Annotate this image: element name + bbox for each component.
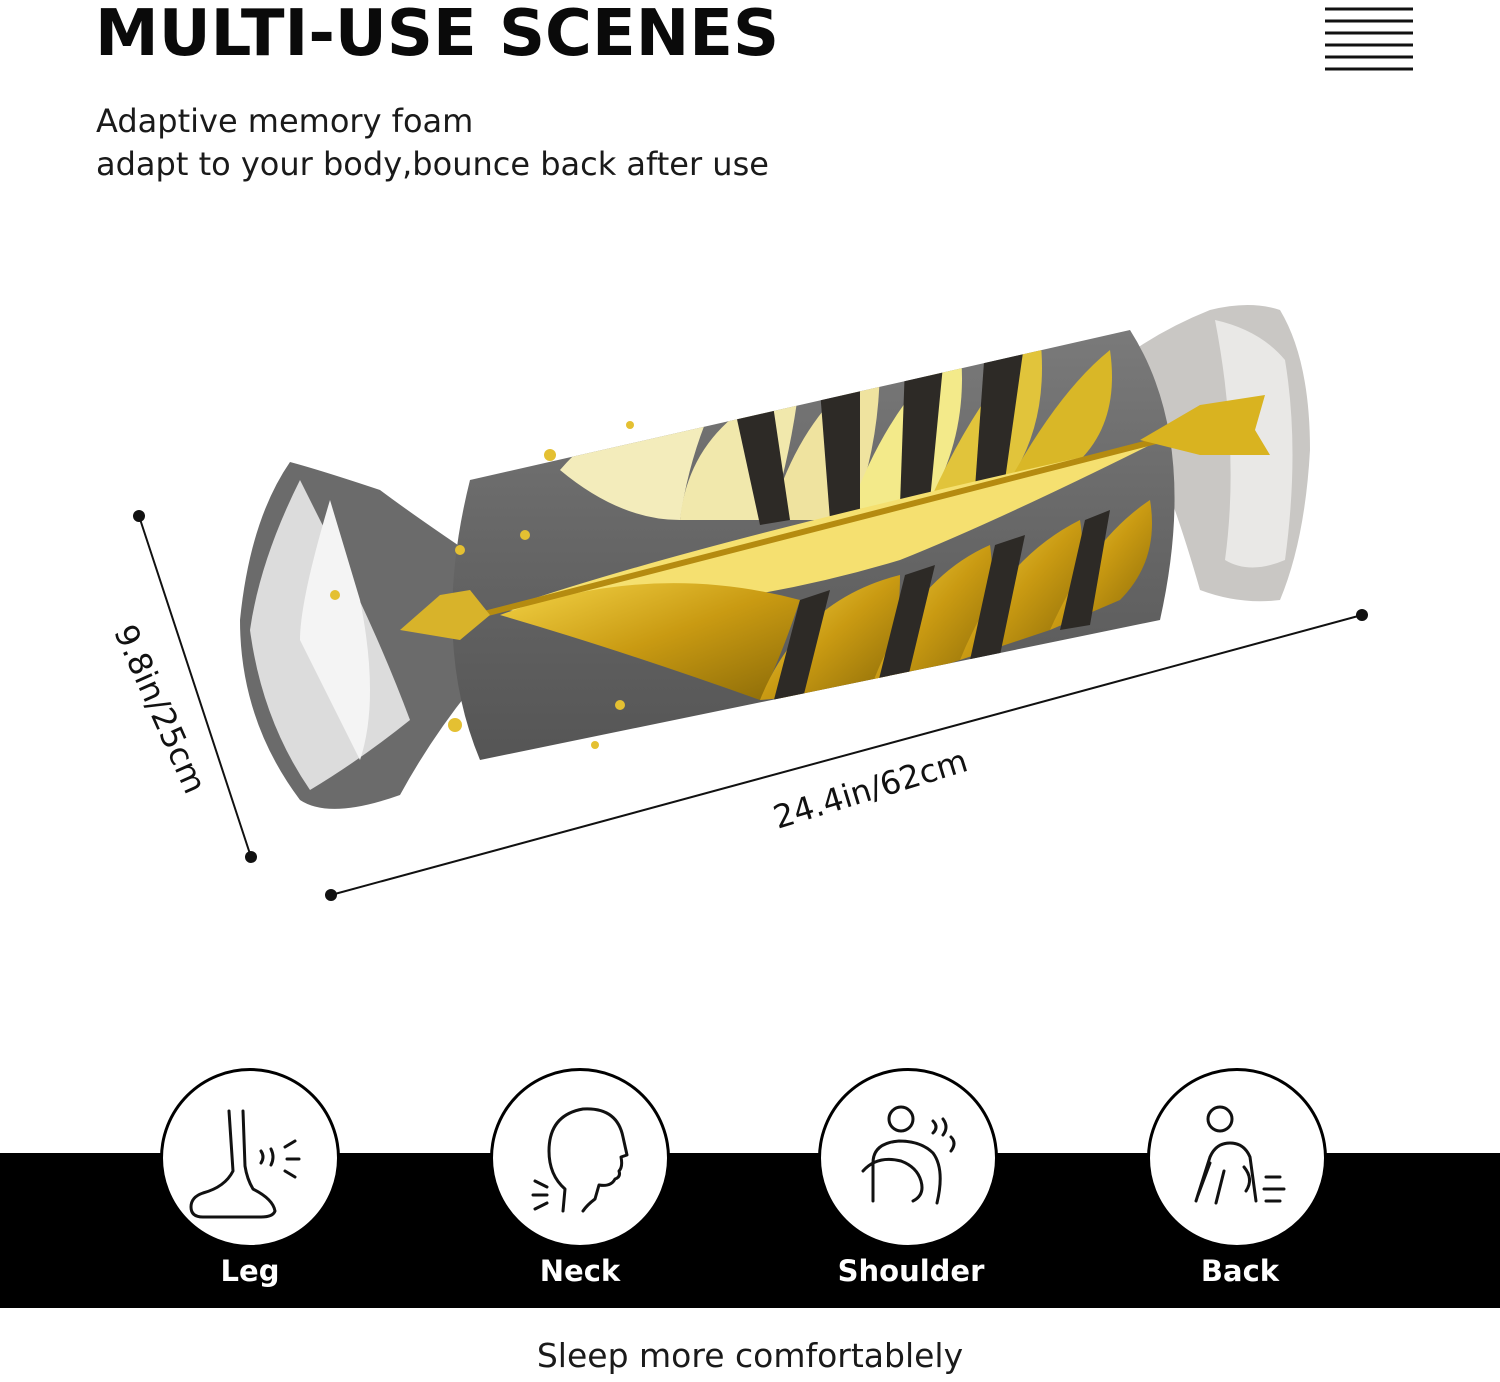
head-profile-icon: [531, 1107, 629, 1213]
footer-tagline: Sleep more comfortablely: [536, 1336, 964, 1375]
small-stars: [330, 421, 634, 749]
scene-shoulder: [818, 1068, 998, 1248]
length-dimension-line: [325, 609, 1368, 901]
scene-label-back: Back: [1200, 1254, 1280, 1288]
scene-label-leg: Leg: [220, 1254, 280, 1288]
menu-lines-icon[interactable]: [1325, 6, 1413, 76]
scene-neck: [490, 1068, 670, 1248]
foot-icon: [189, 1109, 301, 1219]
star-tip-right: [1140, 395, 1270, 455]
shoulder-pain-icon: [861, 1105, 956, 1205]
scene-label-neck: Neck: [539, 1254, 621, 1288]
page-title: MULTI-USE SCENES: [95, 0, 780, 71]
back-pain-icon: [1194, 1105, 1286, 1205]
star-tip-left: [400, 590, 490, 640]
height-dimension-line: [133, 510, 257, 863]
scene-label-shoulder: Shoulder: [837, 1254, 985, 1288]
scene-back: [1147, 1068, 1327, 1248]
scene-leg: [160, 1068, 340, 1248]
feather-pattern: [479, 335, 1161, 715]
feature-line-2: adapt to your body,bounce back after use: [96, 145, 769, 183]
candy-pillow-image: [133, 305, 1368, 901]
feature-line-1: Adaptive memory foam: [96, 102, 474, 140]
feature-description: Adaptive memory foam adapt to your body,…: [96, 100, 769, 186]
